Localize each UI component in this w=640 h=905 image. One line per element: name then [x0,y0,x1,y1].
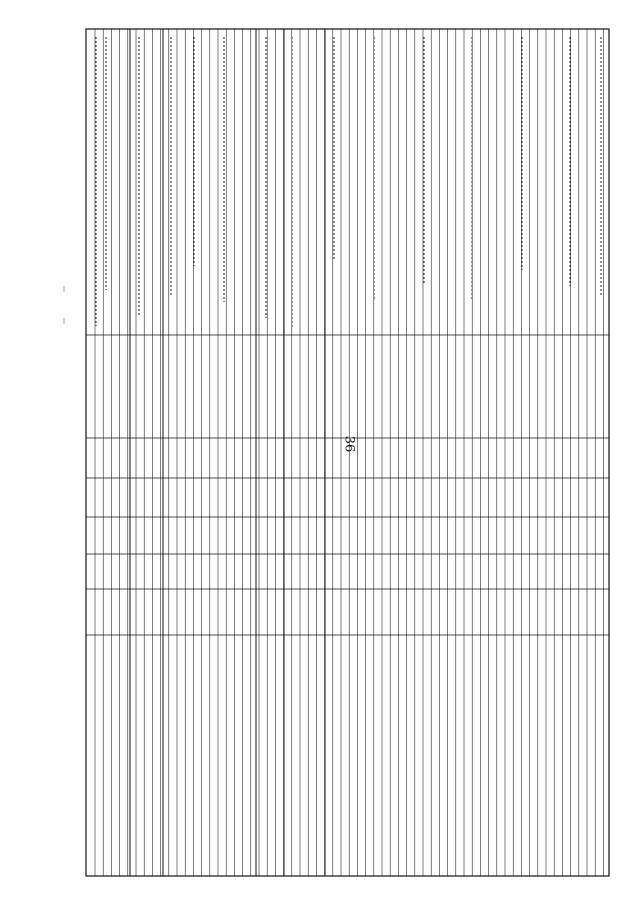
left-scan-mark [63,318,65,324]
left-scan-mark [63,286,65,292]
table-border [85,28,610,877]
